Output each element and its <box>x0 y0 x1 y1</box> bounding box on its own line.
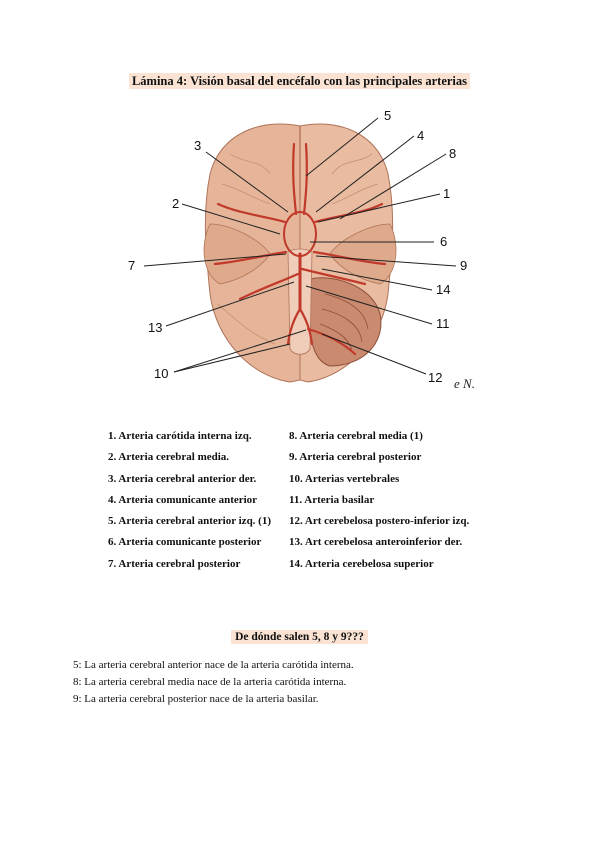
legend-row: 2. Arteria cerebral media. 9. Arteria ce… <box>108 447 508 468</box>
brain-illustration: 5 4 8 1 3 2 6 7 9 14 13 11 12 10 e N. <box>128 108 475 391</box>
legend-row: 7. Arteria cerebral posterior 14. Arteri… <box>108 554 508 575</box>
arteries <box>213 142 387 356</box>
question-container: De dónde salen 5, 8 y 9??? <box>0 627 599 645</box>
legend-row: 4. Arteria comunicante anterior 11. Arte… <box>108 490 508 511</box>
label-2: 2 <box>172 196 179 211</box>
legend-item: 8. Arteria cerebral media (1) <box>289 430 423 442</box>
label-7: 7 <box>128 258 135 273</box>
legend-item: 1. Arteria carótida interna izq. <box>108 430 252 442</box>
label-4: 4 <box>417 128 424 143</box>
legend-item: 14. Arteria cerebelosa superior <box>289 557 434 570</box>
legend-item: 12. Art cerebelosa postero-inferior izq. <box>289 515 470 528</box>
legend-row: 3. Arteria cerebral anterior der. 10. Ar… <box>108 469 508 490</box>
answer-line: 9: La arteria cerebral posterior nace de… <box>73 693 319 705</box>
label-12: 12 <box>428 370 442 385</box>
legend-item: 13. Art cerebelosa anteroinferior der. <box>289 536 463 549</box>
legend-row: 5. Arteria cerebral anterior izq. (1) 12… <box>108 511 508 532</box>
brain-base-image <box>203 123 397 383</box>
label-5: 5 <box>384 108 391 123</box>
answer-line: 5: La arteria cerebral anterior nace de … <box>73 659 354 671</box>
legend-item: 4. Arteria comunicante anterior <box>108 493 258 506</box>
legend-item: 7. Arteria cerebral posterior <box>108 557 241 570</box>
legend-item: 5. Arteria cerebral anterior izq. (1) <box>108 515 272 528</box>
legend-item: 11. Arteria basilar <box>289 493 375 506</box>
artist-signature: e N. <box>454 376 475 391</box>
figure-labels: 5 4 8 1 3 2 6 7 9 14 13 11 12 10 <box>128 108 467 385</box>
legend-item: 2. Arteria cerebral media. <box>108 451 230 464</box>
legend-item: 3. Arteria cerebral anterior der. <box>108 472 257 485</box>
leader-lines <box>143 117 457 375</box>
legend-row: 1. Arteria carótida interna izq. 8. Arte… <box>108 426 508 447</box>
label-9: 9 <box>460 258 467 273</box>
label-8: 8 <box>449 146 456 161</box>
legend-item: 10. Arterias vertebrales <box>289 472 400 485</box>
page-title: Lámina 4: Visión basal del encéfalo con … <box>128 73 471 89</box>
label-3: 3 <box>194 138 201 153</box>
answer-line: 8: La arteria cerebral media nace de la … <box>73 676 347 688</box>
label-6: 6 <box>440 234 447 249</box>
label-1: 1 <box>443 186 450 201</box>
label-10: 10 <box>154 366 168 381</box>
legend-item: 9. Arteria cerebral posterior <box>289 451 422 464</box>
label-13: 13 <box>148 320 162 335</box>
title-container: Lámina 4: Visión basal del encéfalo con … <box>0 72 599 90</box>
question-heading: De dónde salen 5, 8 y 9??? <box>231 630 368 644</box>
label-14: 14 <box>436 282 450 297</box>
legend-row: 6. Arteria comunicante posterior 13. Art… <box>108 532 508 553</box>
legend-list: 1. Arteria carótida interna izq. 8. Arte… <box>108 426 508 575</box>
answers-block: 5: La arteria cerebral anterior nace de … <box>73 657 354 708</box>
label-11: 11 <box>436 316 450 331</box>
legend-item: 6. Arteria comunicante posterior <box>108 536 262 549</box>
